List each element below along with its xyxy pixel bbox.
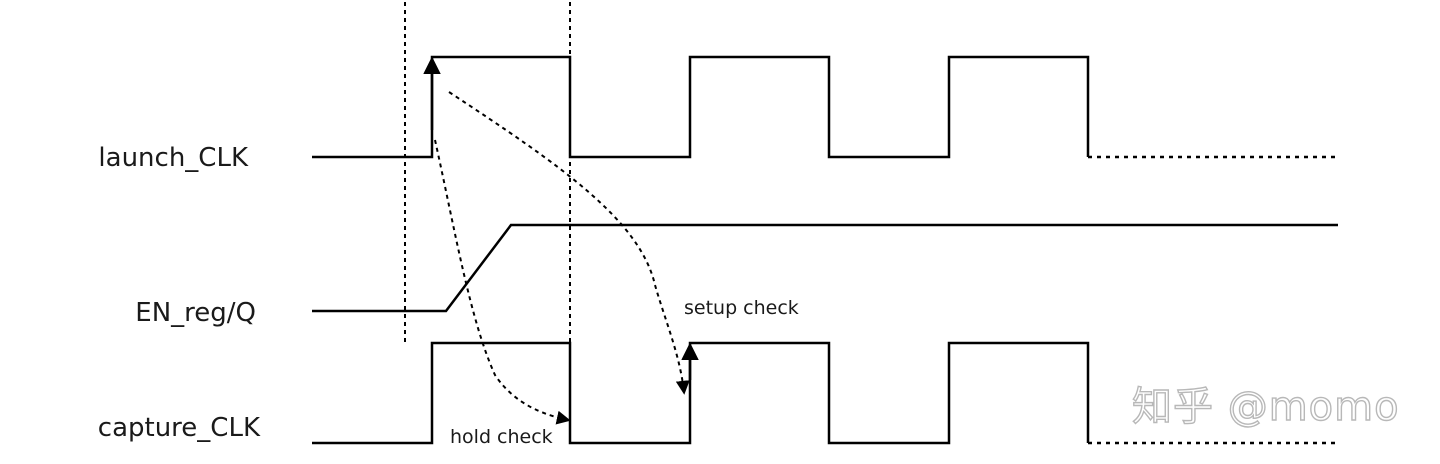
- setup-check-label: setup check: [684, 297, 799, 319]
- launch-clk-label: launch_CLK: [98, 143, 249, 173]
- hold-check-label: hold check: [450, 426, 553, 448]
- setup-check-arrow: [448, 91, 690, 395]
- capture-clk-label: capture_CLK: [98, 413, 261, 443]
- capture-clk-waveform: [312, 341, 1090, 445]
- launch-clk-waveform: [312, 55, 1090, 159]
- en-reg-q-waveform: [312, 223, 1338, 313]
- en-reg-q-label: EN_reg/Q: [135, 298, 256, 328]
- hold-check-arrow: [434, 139, 571, 425]
- watermark-text: 知乎 @momo: [1132, 384, 1400, 430]
